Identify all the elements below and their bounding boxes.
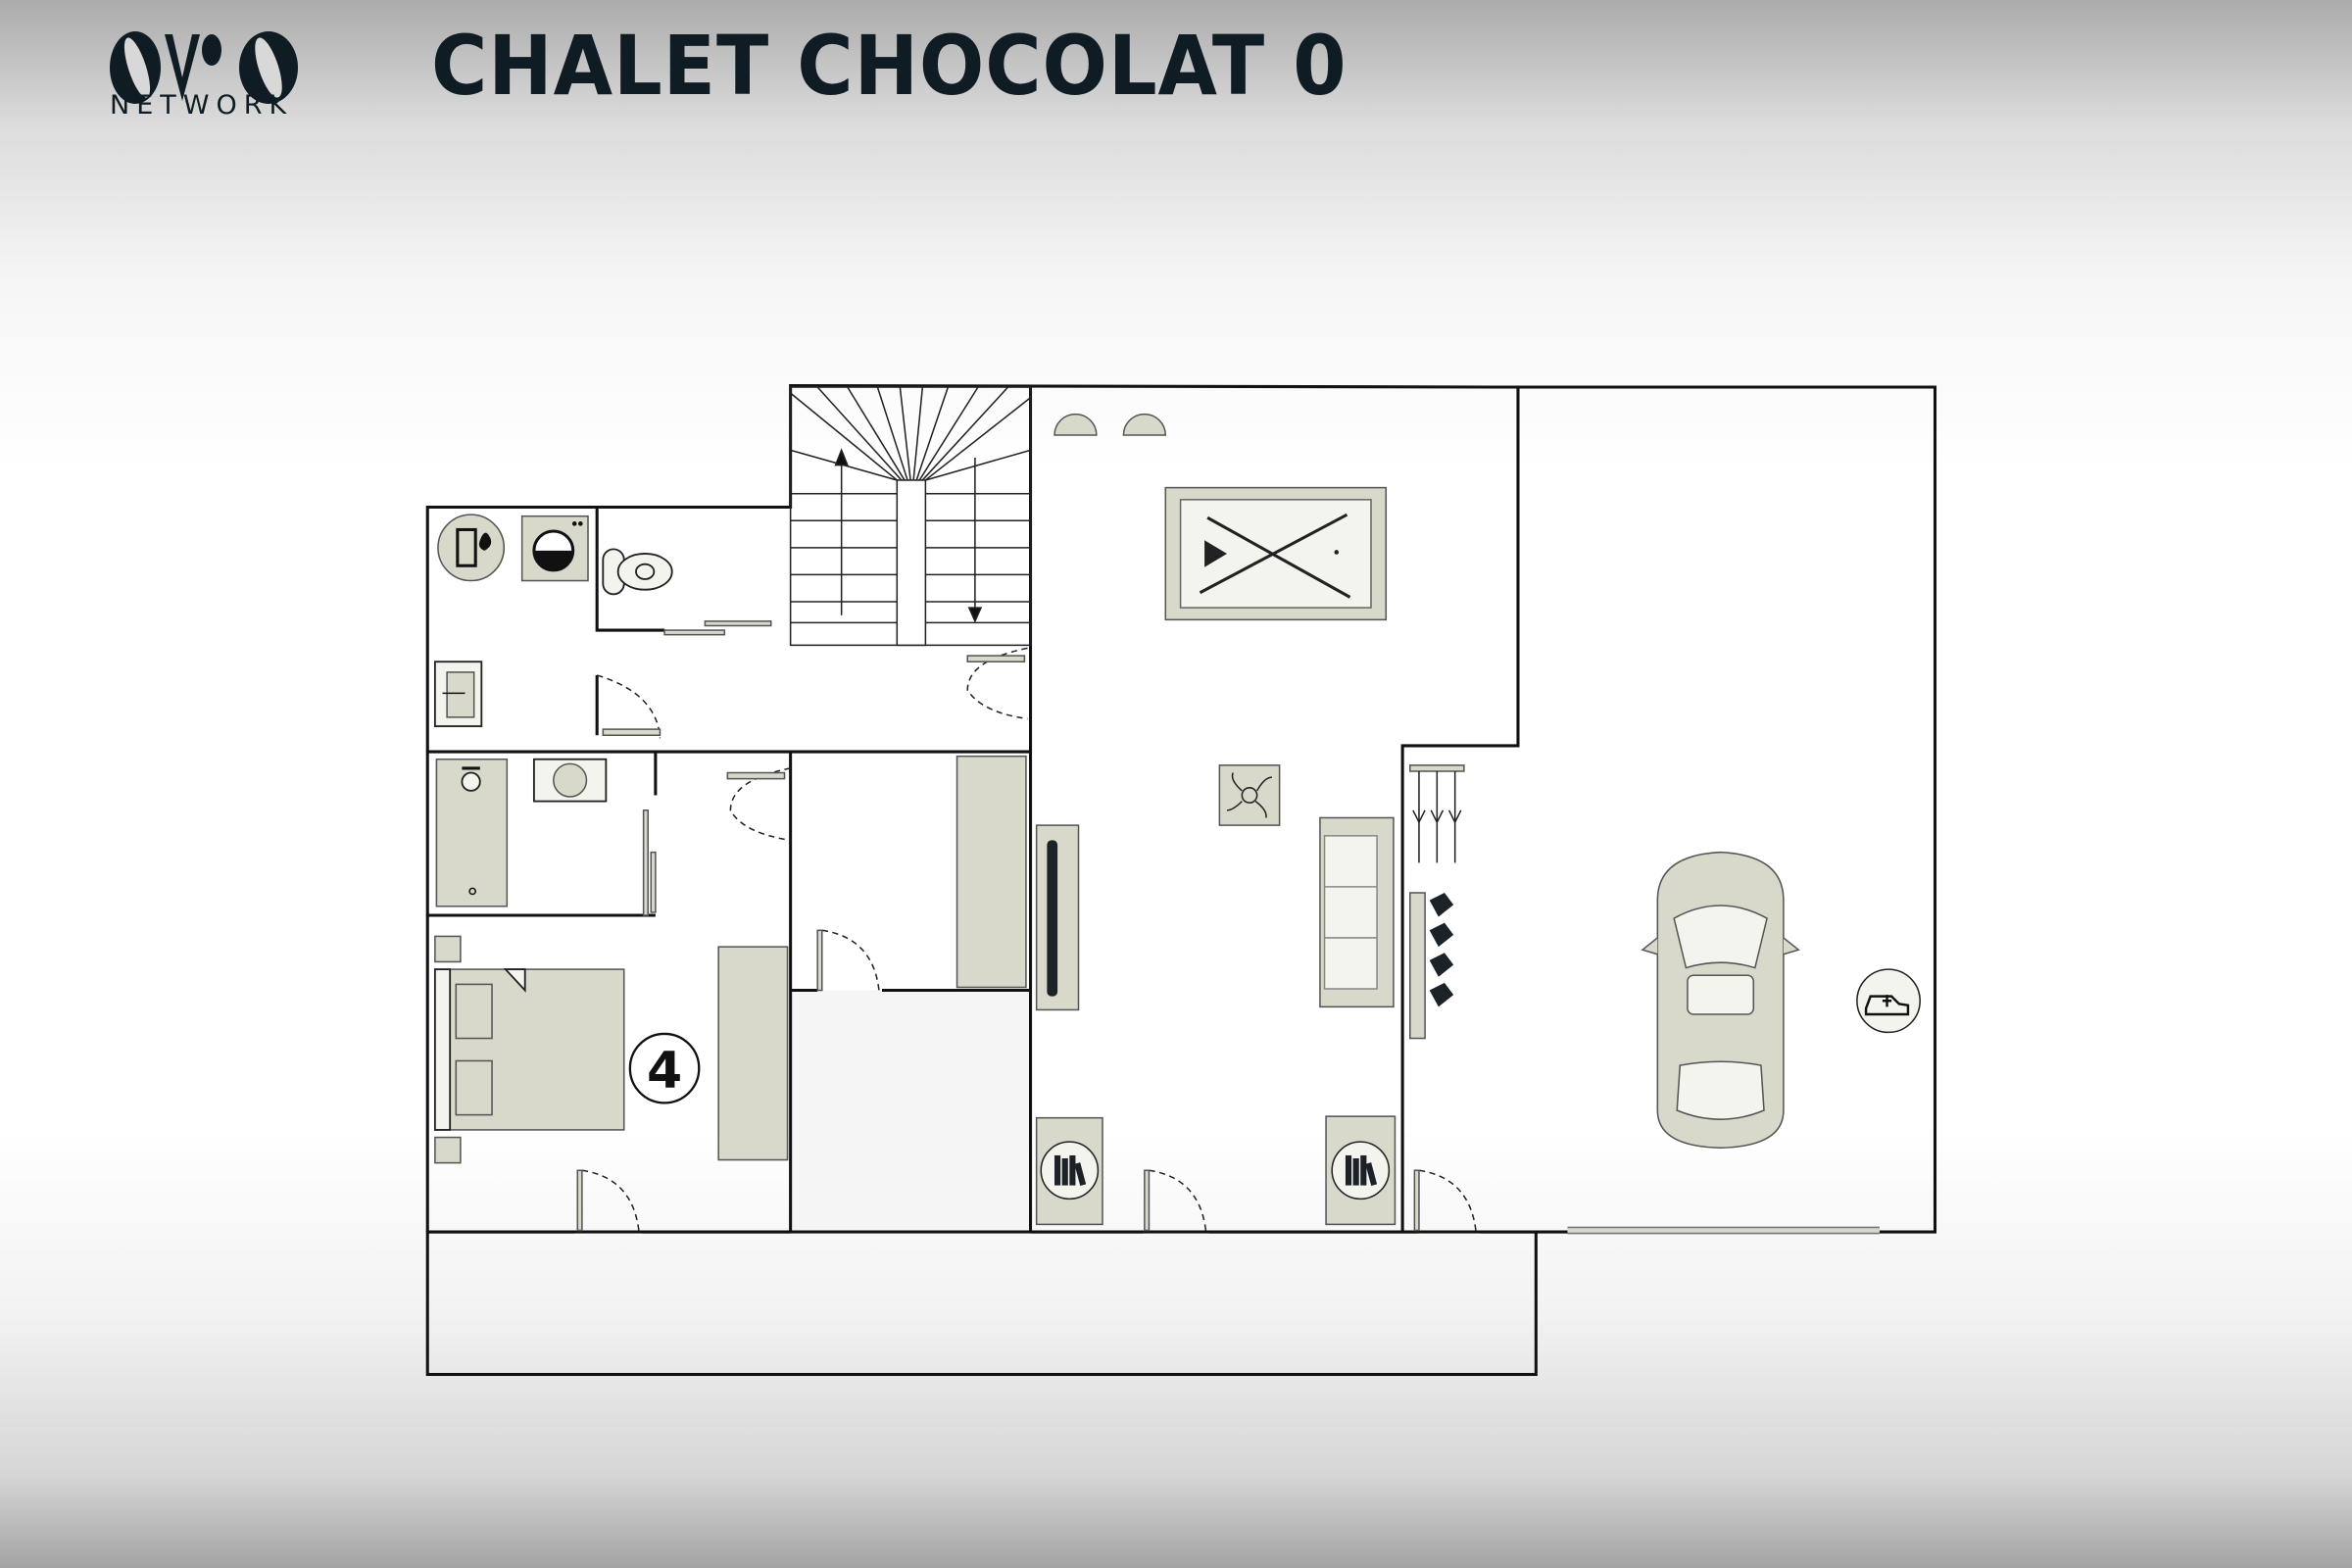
bed [433,968,625,1131]
logo-text: NETWORK [110,90,294,121]
terrace [425,1230,1538,1377]
nightstand [434,935,462,963]
ski-rack-icon [1409,764,1465,863]
doors [576,620,1477,1233]
armchair-icon [1054,413,1167,436]
sink-icon [433,661,483,727]
onvo-logo [110,31,298,104]
bookshelf-icon [1035,1116,1103,1226]
bathtub [435,758,509,907]
ski-boots-rack-icon [1409,892,1454,1040]
car-icon [1641,851,1800,1150]
sofa [1319,816,1395,1008]
room-number: 4 [647,1042,682,1101]
fan-icon [1218,764,1281,826]
ev-charger-icon [1856,968,1921,1034]
nightstand [434,1136,462,1164]
washbasin [532,758,608,803]
bookshelf-icon [1325,1115,1396,1226]
pool-table-icon [1164,486,1388,621]
interior-walls [427,387,1520,1233]
toilet-icon [602,548,673,596]
corridor-area [790,990,1031,1233]
staircase [789,386,1032,647]
tv-unit [1035,824,1080,1011]
water-heater-icon [437,514,506,582]
washing-machine-icon [520,514,589,582]
room-number-badge: 4 [628,1032,701,1104]
page-title: CHALET CHOCOLAT 0 [431,18,1348,114]
exterior-walls [425,383,1937,1234]
wardrobe [717,946,789,1161]
wardrobe [956,755,1027,989]
